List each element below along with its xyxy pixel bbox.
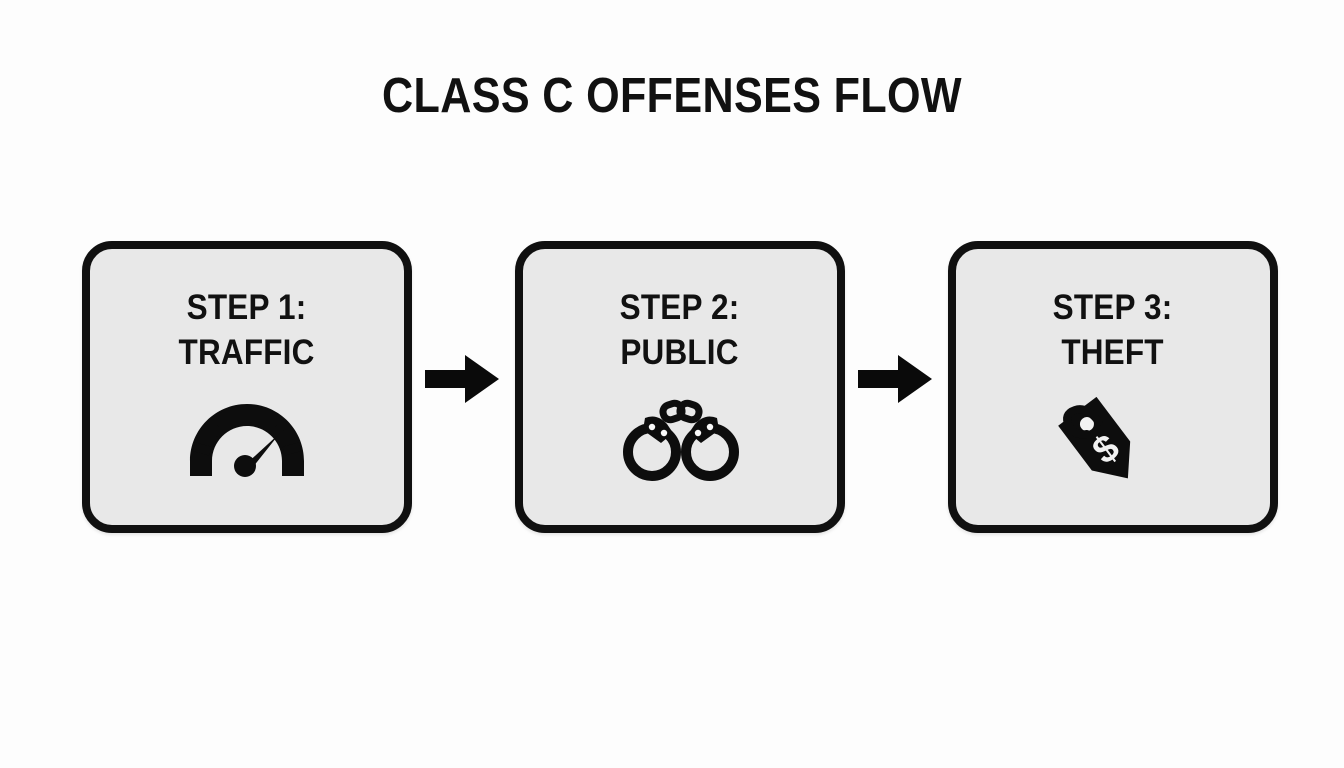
step-box-1[interactable]: STEP 1: TRAFFIC bbox=[82, 241, 412, 533]
right-arrow-icon-1 bbox=[425, 354, 499, 404]
price-tag-dollar-icon: $ bbox=[1038, 392, 1188, 488]
right-arrow-icon-2 bbox=[858, 354, 932, 404]
step-box-2[interactable]: STEP 2: PUBLIC bbox=[515, 241, 845, 533]
handcuffs-icon bbox=[605, 392, 755, 488]
step-box-3[interactable]: STEP 3: THEFT $ bbox=[948, 241, 1278, 533]
page-title: CLASS C OFFENSES FLOW bbox=[382, 69, 962, 123]
step-2-label: STEP 2: PUBLIC bbox=[620, 288, 740, 372]
step-3-label: STEP 3: THEFT bbox=[1053, 288, 1173, 372]
speedometer-icon bbox=[172, 392, 322, 488]
flow-row: STEP 1: TRAFFIC bbox=[82, 241, 1278, 533]
step-1-label: STEP 1: TRAFFIC bbox=[179, 288, 315, 372]
